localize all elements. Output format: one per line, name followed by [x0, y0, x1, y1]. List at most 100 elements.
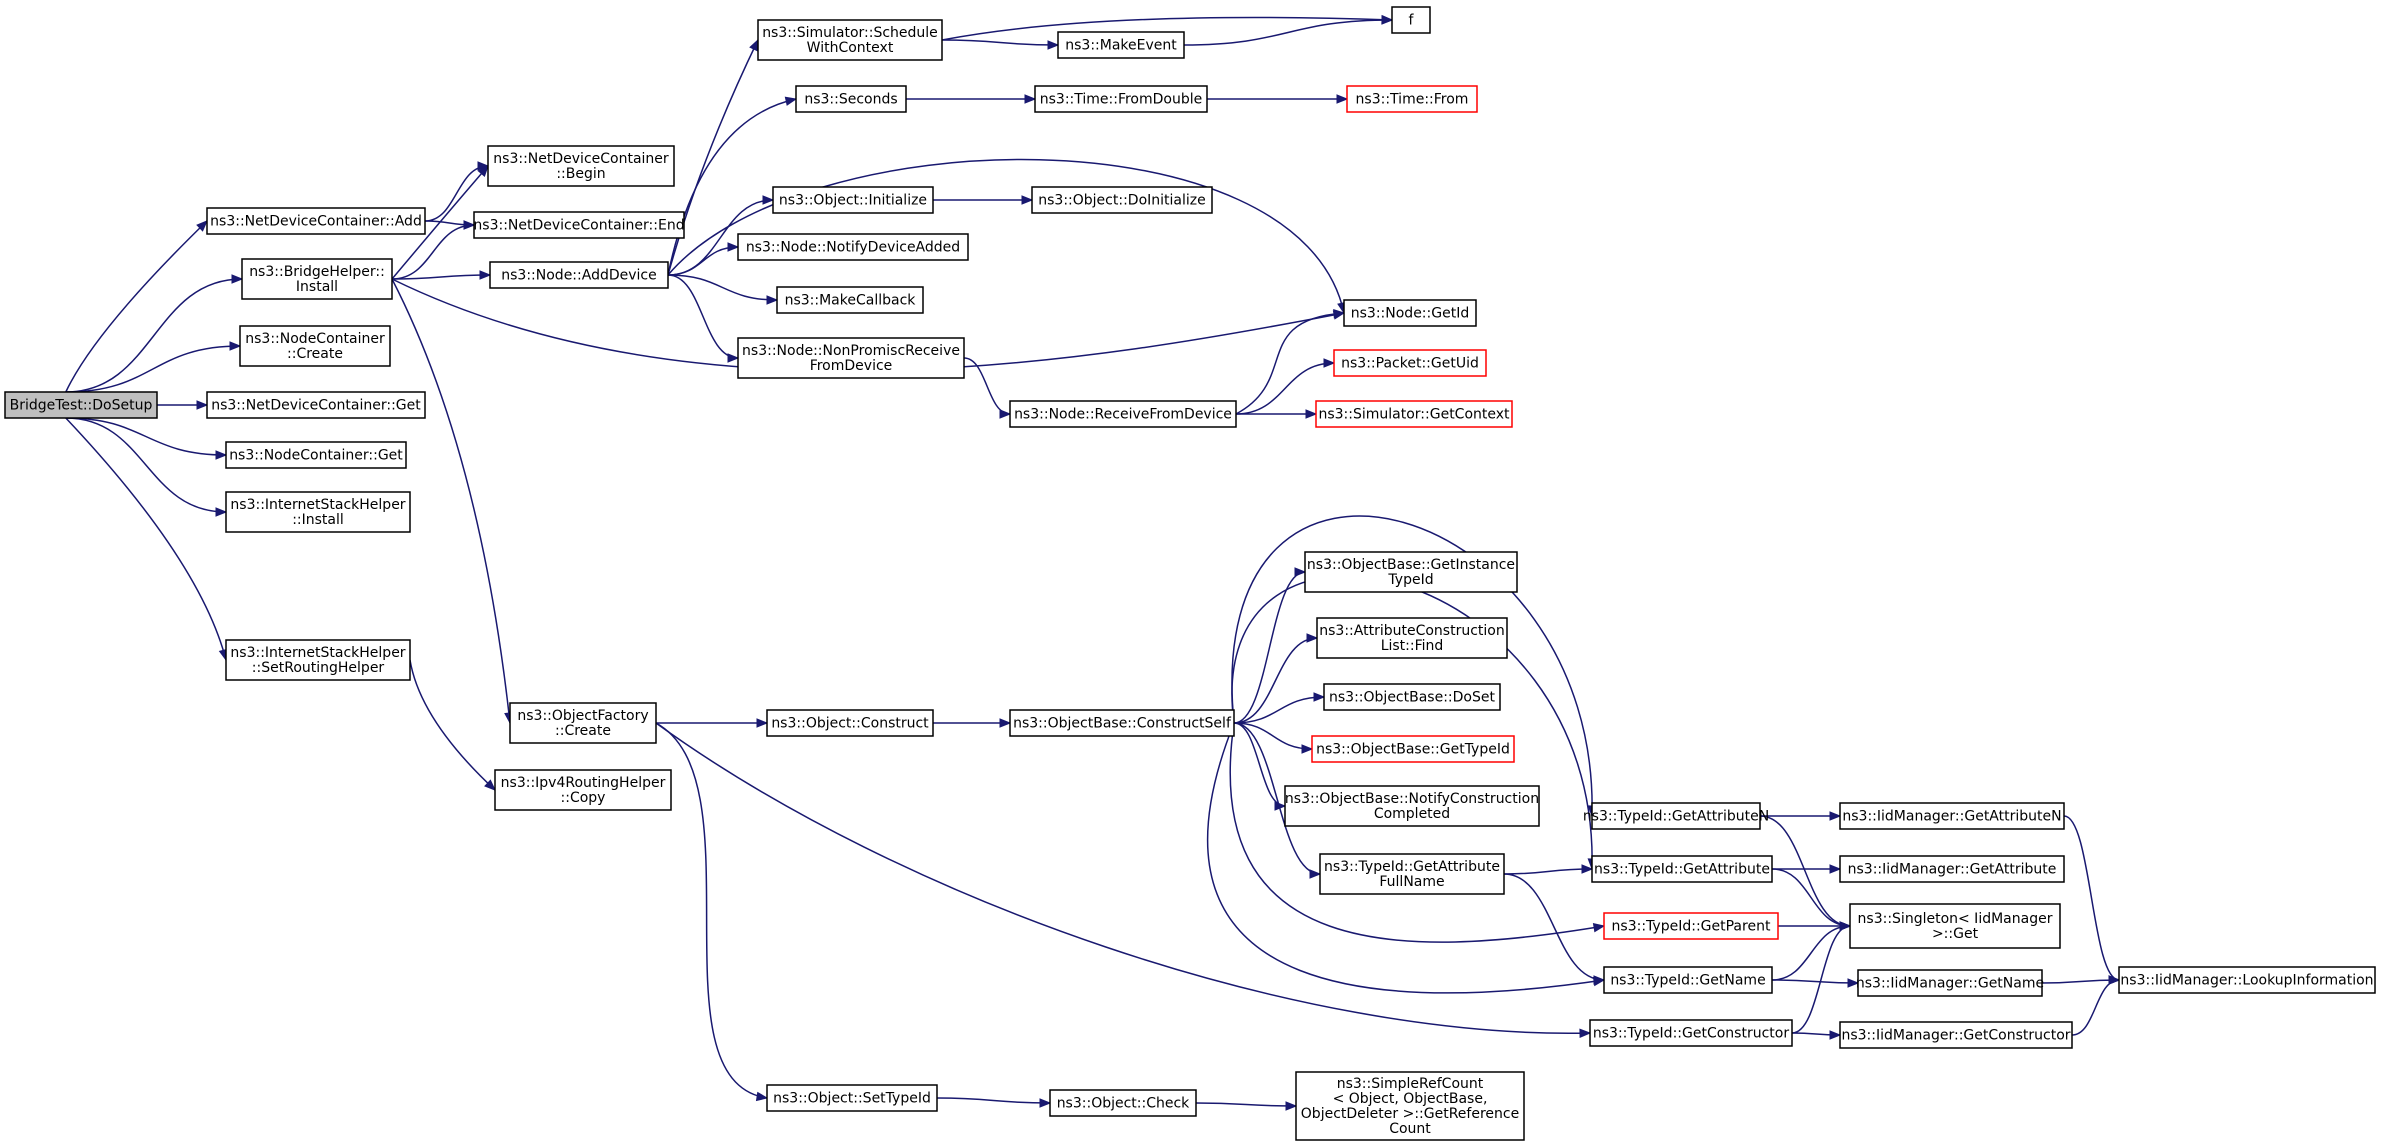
node-bridgetest-dosetup[interactable]: BridgeTest::DoSetup	[4, 391, 158, 419]
node-ns3-objectbase-notifyconstruction-completed[interactable]: ns3::ObjectBase::NotifyConstructionCompl…	[1284, 785, 1540, 827]
edge-line	[941, 16, 1393, 41]
node-ns3-nodecontainer-create[interactable]: ns3::NodeContainer::Create	[239, 325, 391, 367]
arrowhead	[477, 161, 490, 171]
edge-line	[2071, 979, 2120, 1036]
edge-objsettypeid-to-objcheck	[936, 1097, 1052, 1108]
node-ns3-objectbase-gettypeid[interactable]: ns3::ObjectBase::GetTypeId	[1311, 735, 1515, 763]
node-ns3-internetstackhelper-install[interactable]: ns3::InternetStackHelper::Install	[225, 491, 411, 533]
edge-constructself-to-obnotify	[1233, 722, 1287, 811]
node-label: ns3::ObjectBase::NotifyConstruction	[1285, 791, 1539, 807]
node-ns3-node-notifydeviceadded[interactable]: ns3::Node::NotifyDeviceAdded	[737, 233, 969, 261]
edge-line	[1771, 925, 1851, 981]
node-ns3-object-initialize[interactable]: ns3::Object::Initialize	[772, 186, 934, 214]
node-ns3-object-check[interactable]: ns3::Object::Check	[1049, 1089, 1197, 1117]
node-ns3-typeid-getparent[interactable]: ns3::TypeId::GetParent	[1603, 912, 1779, 940]
edge-line	[1195, 1102, 1297, 1107]
edge-seconds-to-timefromdouble	[906, 94, 1037, 104]
node-ns3-netdevicecontainer-end[interactable]: ns3::NetDeviceContainer::End	[473, 211, 685, 239]
node-ns3-iidmanager-lookupinformation[interactable]: ns3::IidManager::LookupInformation	[2118, 966, 2376, 994]
node-label: ns3::Object::SetTypeId	[773, 1091, 931, 1107]
node-ns3-time-from[interactable]: ns3::Time::From	[1346, 85, 1478, 113]
edge-line	[1759, 815, 1851, 927]
node-label: ns3::Simulator::GetContext	[1318, 407, 1510, 423]
node-label: ns3::Simulator::Schedule	[762, 25, 938, 41]
node-ns3-singleton-iidmanager-get[interactable]: ns3::Singleton< IidManager>::Get	[1849, 903, 2061, 949]
node-label: ns3::TypeId::GetAttributeN	[1583, 809, 1769, 825]
node-box	[1857, 969, 2043, 997]
node-ns3-node-getid[interactable]: ns3::Node::GetId	[1343, 299, 1477, 327]
node-ns3-typeid-getattributen[interactable]: ns3::TypeId::GetAttributeN	[1583, 802, 1769, 830]
edge-ofcreate-to-tidgetconstructor	[655, 722, 1592, 1038]
node-box	[1295, 1071, 1525, 1141]
node-ns3-objectfactory-create[interactable]: ns3::ObjectFactory::Create	[509, 702, 657, 744]
arrowhead	[1829, 1030, 1842, 1040]
node-ns3-objectbase-doset[interactable]: ns3::ObjectBase::DoSet	[1323, 683, 1501, 711]
node-ns3-makecallback[interactable]: ns3::MakeCallback	[776, 286, 924, 314]
node-label: ns3::InternetStackHelper	[230, 645, 405, 661]
node-ns3-simulator-getcontext[interactable]: ns3::Simulator::GetContext	[1315, 400, 1513, 428]
edge-objcheck-to-simpleref	[1195, 1101, 1298, 1111]
node-ns3-objectbase-constructself[interactable]: ns3::ObjectBase::ConstructSelf	[1009, 709, 1235, 737]
node-ns3-packet-getuid[interactable]: ns3::Packet::GetUid	[1333, 349, 1487, 377]
node-ns3-typeid-getname[interactable]: ns3::TypeId::GetName	[1603, 966, 1773, 994]
edge-nodeadddevice-to-nonpromisc	[667, 274, 740, 363]
node-ns3-makeevent[interactable]: ns3::MakeEvent	[1057, 31, 1185, 59]
node-ns3-bridgehelper-install[interactable]: ns3::BridgeHelper::Install	[241, 258, 393, 300]
edge-line	[65, 417, 227, 456]
node-ns3-netdevicecontainer-get[interactable]: ns3::NetDeviceContainer::Get	[206, 391, 426, 419]
node-ns3-seconds[interactable]: ns3::Seconds	[795, 85, 907, 113]
node-ns3-internetstackhelper-setroutinghelper[interactable]: ns3::InternetStackHelper::SetRoutingHelp…	[225, 639, 411, 681]
node-ns3-object-construct[interactable]: ns3::Object::Construct	[766, 709, 934, 737]
edge-line	[2063, 815, 2120, 981]
edge-root-to-ndcget	[157, 400, 209, 410]
arrowhead	[766, 295, 779, 305]
node-box	[1391, 6, 1431, 34]
edge-bhinstall-to-nodeadddevice	[391, 270, 492, 280]
node-ns3-object-doinitialize[interactable]: ns3::Object::DoInitialize	[1031, 186, 1213, 214]
node-layer: BridgeTest::DoSetup ns3::NetDeviceContain…	[4, 6, 2376, 1141]
edge-objconstruct-to-constructself	[933, 718, 1012, 728]
node-box	[4, 391, 158, 419]
edge-constructself-to-tidgetparent	[1229, 722, 1606, 943]
arrowhead	[215, 450, 228, 460]
edge-makeevent-to-f	[1183, 15, 1394, 46]
node-ns3-typeid-getattribute[interactable]: ns3::TypeId::GetAttribute	[1591, 855, 1773, 883]
node-f[interactable]: f	[1391, 6, 1431, 34]
node-box	[2118, 966, 2376, 994]
node-label: ns3::Object::Check	[1057, 1096, 1190, 1112]
node-ns3-iidmanager-getconstructor[interactable]: ns3::IidManager::GetConstructor	[1839, 1021, 2073, 1049]
node-label: ns3::Object::Construct	[771, 716, 929, 732]
node-ns3-object-settypeid[interactable]: ns3::Object::SetTypeId	[766, 1084, 938, 1112]
edge-line	[65, 278, 243, 393]
node-ns3-iidmanager-getattribute[interactable]: ns3::IidManager::GetAttribute	[1839, 855, 2065, 883]
node-ns3-simplerefcount-object-objectbase-objectdeleter-getreference-count[interactable]: ns3::SimpleRefCount< Object, ObjectBase,…	[1295, 1071, 1525, 1141]
node-ns3-nodecontainer-get[interactable]: ns3::NodeContainer::Get	[225, 441, 407, 469]
arrowhead	[229, 341, 242, 351]
node-ns3-netdevicecontainer-add[interactable]: ns3::NetDeviceContainer::Add	[206, 207, 426, 235]
node-box	[1319, 853, 1505, 895]
edge-layer	[65, 14, 2121, 1111]
edge-line	[941, 39, 1059, 46]
node-box	[1839, 855, 2065, 883]
node-ns3-time-fromdouble[interactable]: ns3::Time::FromDouble	[1034, 85, 1208, 113]
edge-tidgetname-to-singletonget	[1771, 921, 1852, 981]
arrowhead	[1579, 1028, 1592, 1038]
edge-tidgetconstructor-to-singletonget	[1791, 921, 1852, 1034]
edge-line	[391, 224, 475, 280]
node-ns3-node-receivefromdevice[interactable]: ns3::Node::ReceiveFromDevice	[1009, 400, 1237, 428]
node-ns3-typeid-getconstructor[interactable]: ns3::TypeId::GetConstructor	[1589, 1019, 1793, 1047]
edge-line	[1233, 722, 1286, 807]
node-ns3-node-adddevice[interactable]: ns3::Node::AddDevice	[489, 261, 669, 289]
node-label: ns3::Node::NotifyDeviceAdded	[746, 240, 960, 256]
node-ns3-iidmanager-getname[interactable]: ns3::IidManager::GetName	[1856, 969, 2044, 997]
node-ns3-ipv4routinghelper-copy[interactable]: ns3::Ipv4RoutingHelper::Copy	[494, 769, 672, 811]
node-ns3-netdevicecontainer-begin[interactable]: ns3::NetDeviceContainer::Begin	[487, 145, 675, 187]
node-ns3-iidmanager-getattributen[interactable]: ns3::IidManager::GetAttributeN	[1839, 802, 2065, 830]
node-label: ns3::NodeContainer	[245, 331, 385, 347]
